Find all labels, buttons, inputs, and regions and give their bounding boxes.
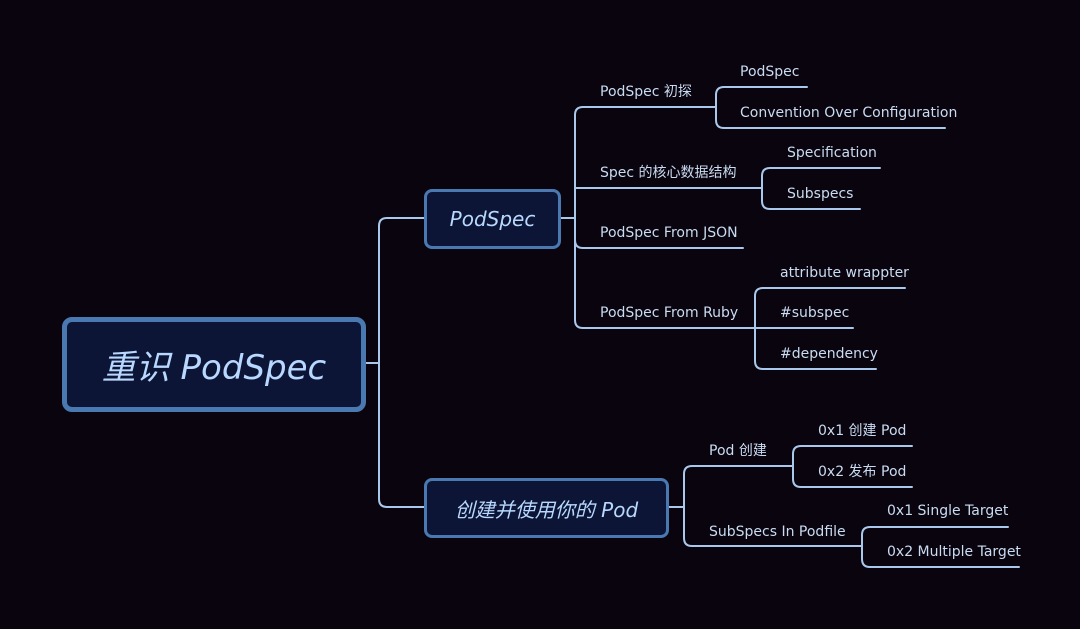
- connector-create-trunk: [683, 465, 863, 547]
- leaf-single-target[interactable]: 0x1 Single Target: [887, 503, 1009, 519]
- leaf-multiple-target[interactable]: 0x2 Multiple Target: [887, 544, 1021, 560]
- connector-pod-create-children: [792, 445, 913, 488]
- root-node[interactable]: 重识 PodSpec: [62, 317, 366, 412]
- branch-node-label: PodSpec: [449, 207, 536, 231]
- branch-node-create-pod[interactable]: 创建并使用你的 Pod: [424, 478, 669, 538]
- leaf-convention-over-configuration[interactable]: Convention Over Configuration: [740, 105, 958, 121]
- connector-intro-children: [715, 86, 946, 129]
- topic-spec-core-data[interactable]: Spec 的核心数据结构: [600, 165, 737, 181]
- topic-pod-create[interactable]: Pod 创建: [709, 443, 767, 459]
- leaf-attribute-wrappter[interactable]: attribute wrappter: [780, 265, 909, 281]
- connector-podspec-trunk: [574, 106, 756, 329]
- branch-node-label: 创建并使用你的 Pod: [454, 497, 639, 522]
- topic-podspec-from-json[interactable]: PodSpec From JSON: [600, 225, 738, 241]
- topic-podspec-intro[interactable]: PodSpec 初探: [600, 84, 692, 100]
- leaf-podspec[interactable]: PodSpec: [740, 64, 800, 80]
- topic-subspecs-in-podfile[interactable]: SubSpecs In Podfile: [709, 524, 846, 540]
- leaf-specification[interactable]: Specification: [787, 145, 877, 161]
- connector-root-to-podspec: [378, 217, 426, 364]
- leaf-subspec[interactable]: #subspec: [780, 305, 850, 321]
- leaf-dependency[interactable]: #dependency: [780, 346, 878, 362]
- leaf-subspecs[interactable]: Subspecs: [787, 186, 854, 202]
- topic-podspec-from-ruby[interactable]: PodSpec From Ruby: [600, 305, 739, 321]
- leaf-create-pod[interactable]: 0x1 创建 Pod: [818, 423, 907, 439]
- root-node-label: 重识 PodSpec: [101, 348, 327, 388]
- branch-node-podspec[interactable]: PodSpec: [424, 189, 561, 249]
- leaf-publish-pod[interactable]: 0x2 发布 Pod: [818, 464, 907, 480]
- connector-spec-children: [761, 167, 881, 210]
- connector-subspecs-children: [861, 526, 1020, 568]
- connector-root-to-create-pod: [378, 362, 426, 508]
- connector-podspec-json: [574, 239, 744, 249]
